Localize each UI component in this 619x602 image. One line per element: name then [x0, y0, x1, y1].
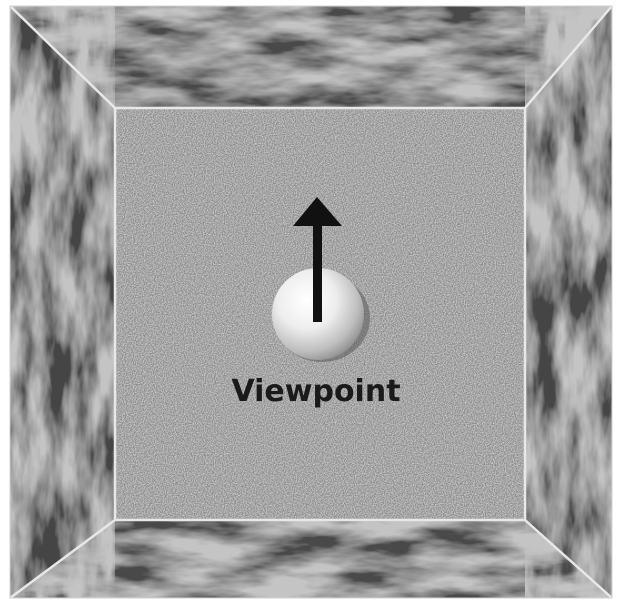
viewpoint-label: Viewpoint: [231, 374, 400, 409]
right-wall: [525, 6, 612, 598]
left-wall: [10, 6, 115, 598]
